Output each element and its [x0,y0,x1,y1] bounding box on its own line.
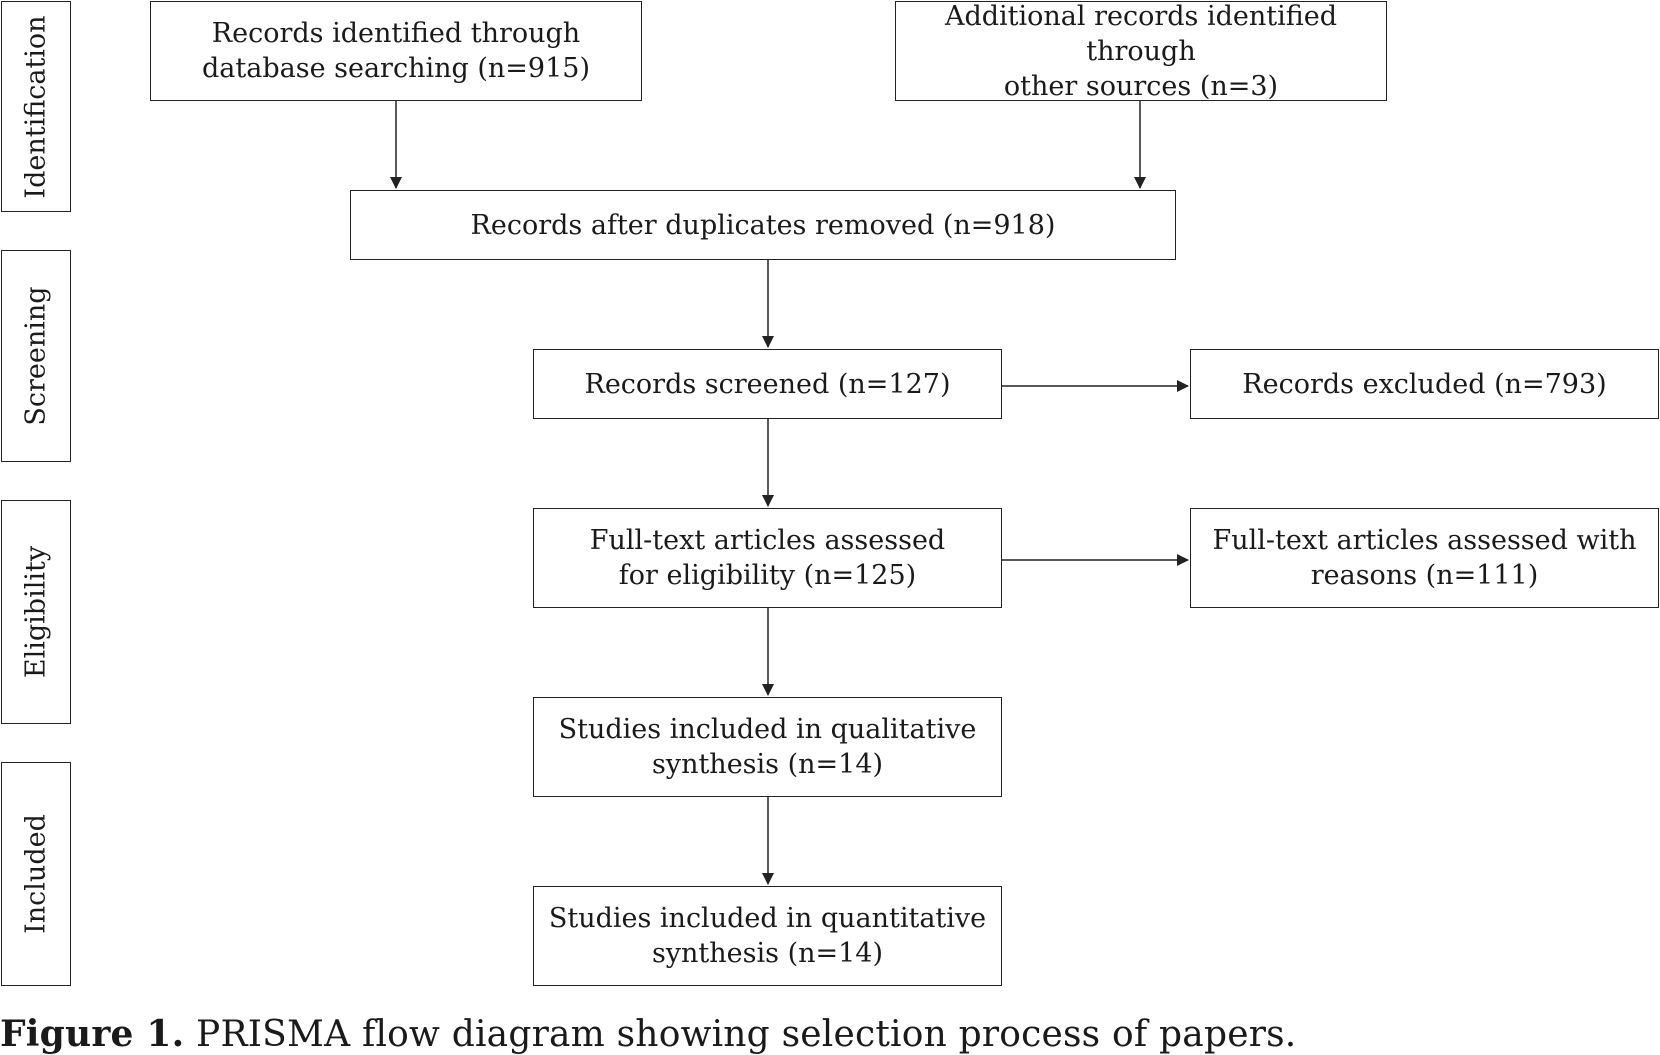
stage-identification: Identification [1,1,71,212]
box-database-line1: Records identified through [211,18,581,49]
box-fulltext-line2: for eligibility (n=125) [618,560,917,591]
box-qualitative-line2: synthesis (n=14) [651,749,884,780]
box-excluded-line1: Records excluded (n=793) [1242,368,1607,400]
figure-caption-label: Figure 1. [0,1013,185,1055]
stage-screening: Screening [1,250,71,462]
figure-caption: Figure 1. PRISMA flow diagram showing se… [0,1013,1296,1055]
box-duplicates-removed: Records after duplicates removed (n=918) [350,190,1176,260]
box-quantitative-line2: synthesis (n=14) [651,938,884,969]
figure-caption-text: PRISMA flow diagram showing selection pr… [196,1014,1297,1055]
box-duplicates-line1: Records after duplicates removed (n=918) [470,209,1056,241]
box-database-records: Records identified through database sear… [150,1,642,101]
box-quantitative-synthesis: Studies included in quantitative synthes… [533,886,1002,986]
box-fulltext-excluded-line2: reasons (n=111) [1310,560,1539,591]
box-fulltext-assessed: Full-text articles assessed for eligibil… [533,508,1002,608]
box-other-line1: Additional records identified through [944,0,1338,67]
box-fulltext-excluded: Full-text articles assessed with reasons… [1190,508,1659,608]
box-records-screened: Records screened (n=127) [533,349,1002,419]
box-records-excluded: Records excluded (n=793) [1190,349,1659,419]
stage-included: Included [1,762,71,986]
box-other-line2: other sources (n=3) [1003,70,1279,102]
box-qualitative-synthesis: Studies included in qualitative synthesi… [533,697,1002,797]
box-quantitative-line1: Studies included in quantitative [548,903,987,934]
box-fulltext-excluded-line1: Full-text articles assessed with [1212,525,1637,556]
box-screened-line1: Records screened (n=127) [584,368,951,400]
box-qualitative-line1: Studies included in qualitative [558,714,977,745]
box-fulltext-line1: Full-text articles assessed [589,525,946,556]
stage-eligibility: Eligibility [1,500,71,724]
box-other-records: Additional records identified through ot… [895,0,1387,102]
box-database-line2: database searching (n=915) [202,53,590,84]
